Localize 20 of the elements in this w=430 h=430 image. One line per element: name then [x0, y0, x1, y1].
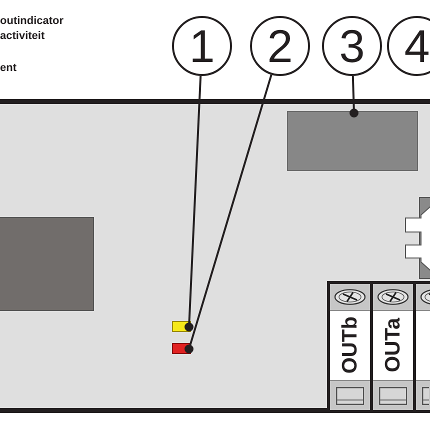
terminal-label: OUTa [382, 318, 404, 372]
callout-circle [172, 16, 232, 76]
leader-line [350, 76, 358, 118]
callout-number: 4 [404, 23, 430, 69]
component-block [287, 111, 418, 171]
callout-circle [322, 16, 382, 76]
terminal [330, 284, 370, 410]
description-text: ent [0, 62, 16, 75]
leader-line [184, 76, 202, 332]
callout-number: 3 [339, 23, 365, 69]
callout-circle [250, 16, 310, 76]
leader-line [184, 74, 272, 354]
terminal-label: OUTb [340, 316, 360, 374]
terminal [416, 284, 430, 410]
terminal [373, 284, 413, 410]
callout-number: 1 [189, 23, 215, 69]
description-text: activiteit [0, 30, 45, 43]
description-text: outindicator [0, 15, 64, 28]
component-block [0, 217, 94, 311]
callout-number: 2 [267, 23, 293, 69]
